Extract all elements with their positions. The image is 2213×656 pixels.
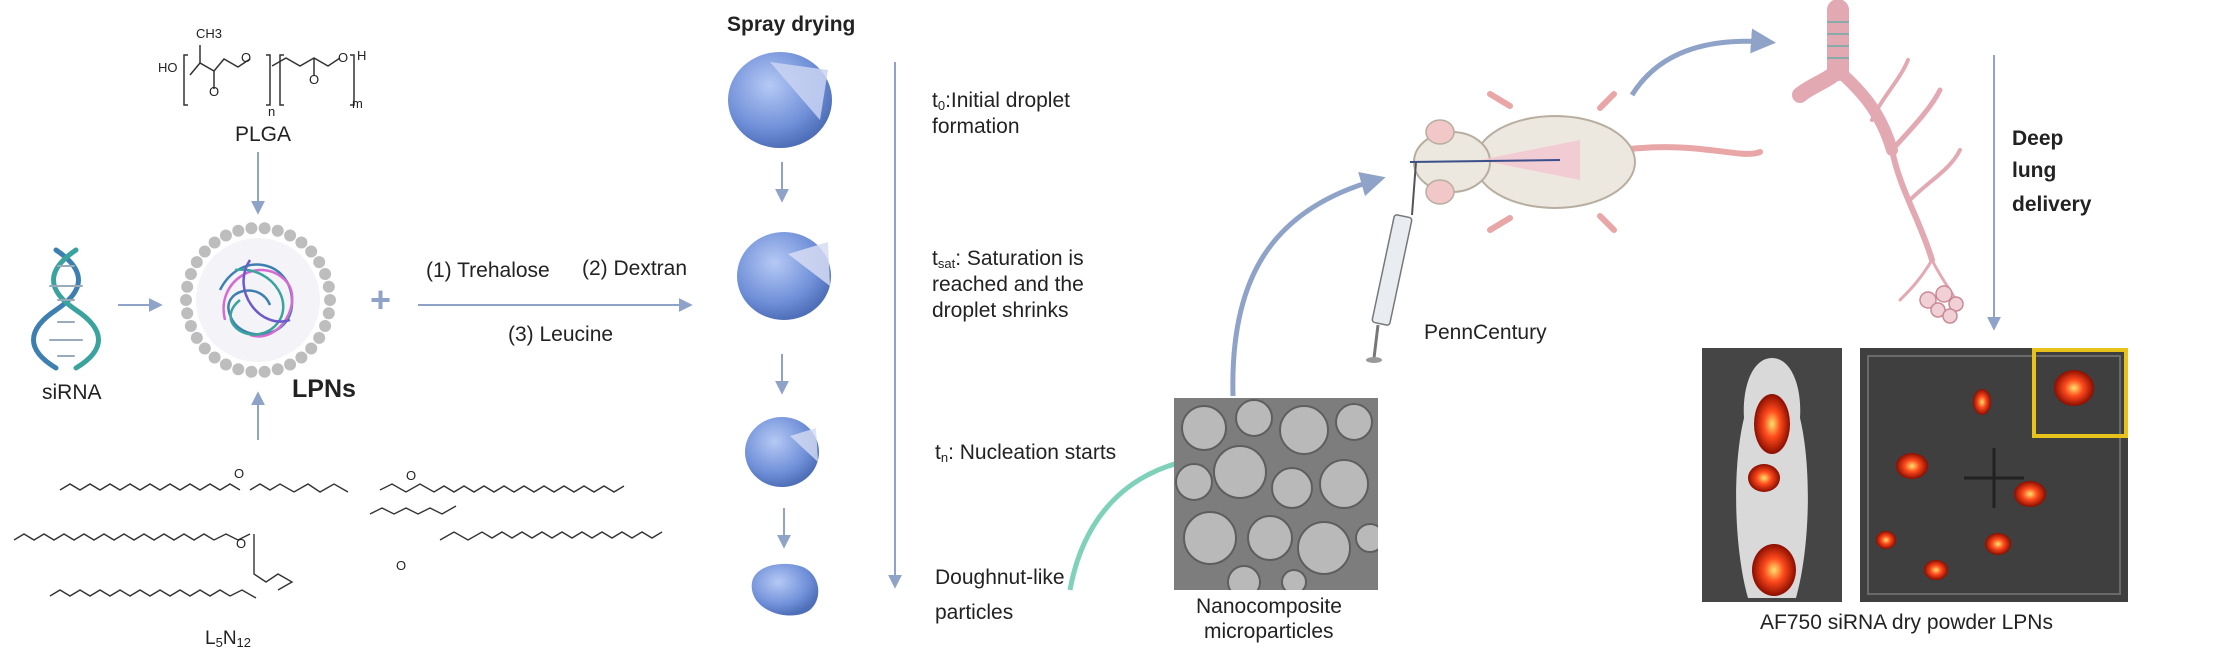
lipid-bead	[180, 294, 192, 306]
plga-m-subscript: m	[352, 96, 363, 111]
lipid-bead	[305, 245, 318, 258]
lipid-bead	[258, 365, 271, 378]
lipid-bead	[219, 358, 232, 371]
lipid-bead	[258, 222, 271, 235]
doughnut-label-line1: Doughnut-like	[935, 566, 1065, 589]
lipid-l5n12-structure	[13, 483, 663, 599]
lipid-bead	[245, 222, 258, 235]
leucine-label: (3) Leucine	[508, 323, 614, 346]
droplet-stage-1-icon	[728, 52, 832, 148]
doughnut-particle-icon	[751, 563, 819, 616]
lipid-n-atom-1: O	[234, 466, 244, 481]
lipid-bead	[181, 307, 194, 320]
micro-label-line1: Nanocomposite	[1196, 595, 1342, 618]
lipid-bead	[295, 351, 308, 364]
lipid-bead	[271, 224, 284, 237]
micro-label-line2: microparticles	[1204, 620, 1334, 643]
droplet-stage-2-icon	[737, 232, 831, 320]
lipid-l5n12-label: L5N12	[205, 628, 252, 650]
doughnut-label-line2: particles	[935, 601, 1014, 624]
lipid-bead	[295, 236, 308, 249]
t0-label-line2: formation	[932, 115, 1020, 138]
lipid-bead	[319, 268, 332, 280]
penncentury-label: PennCentury	[1424, 321, 1547, 344]
mouse-icon	[1409, 91, 1763, 233]
penncentury-syringe-icon	[1366, 161, 1417, 363]
lipid-bead	[184, 320, 197, 332]
highlight-frame	[2032, 348, 2128, 438]
lipid-bead	[322, 280, 335, 293]
lipid-bead	[313, 256, 326, 269]
lipid-bead	[284, 229, 297, 242]
lipid-bead	[319, 320, 332, 332]
plga-o-atom-4: O	[338, 50, 348, 65]
lipid-bead	[232, 224, 245, 237]
delivery-label-line3: delivery	[2012, 193, 2092, 216]
lpn-nanoparticle-icon	[180, 222, 336, 378]
tsat-label-line3: droplet shrinks	[932, 299, 1069, 322]
tn-label: tn: Nucleation starts	[935, 441, 1117, 465]
lipid-bead	[284, 358, 297, 371]
plus-sign: +	[370, 279, 391, 320]
sem-micrograph-image	[1174, 398, 1378, 590]
mouse-to-lung-arrow	[1629, 28, 1776, 97]
lipid-bead	[324, 294, 336, 306]
lipid-bead	[198, 245, 211, 258]
lipid-bead	[232, 363, 245, 376]
sirna-label: siRNA	[42, 381, 102, 404]
lipid-bead	[198, 342, 211, 355]
lpns-label: LPNs	[292, 375, 356, 403]
lipid-bead	[181, 280, 194, 293]
whole-mouse-fluorescence-image	[1702, 348, 1842, 602]
t0-label: t0:Initial droplet	[932, 89, 1070, 113]
lipid-bead	[190, 331, 203, 344]
lipid-bead	[322, 307, 335, 320]
lung-bronchi-ribs	[1827, 21, 1849, 59]
lipid-bead	[245, 365, 258, 378]
delivery-label-line1: Deep	[2012, 127, 2064, 150]
tsat-label-line2: reached and the	[932, 273, 1084, 296]
plga-o-atom-1: O	[209, 84, 219, 99]
spray-drying-title: Spray drying	[727, 13, 856, 36]
dextran-label: (2) Dextran	[582, 257, 688, 280]
lipid-bead	[208, 351, 221, 364]
lipid-bead	[184, 268, 197, 280]
trehalose-label: (1) Trehalose	[426, 259, 550, 282]
micro-to-mouse-arrow	[1230, 172, 1386, 397]
imaging-caption: AF750 siRNA dry powder LPNs	[1760, 611, 2053, 634]
lipid-bead	[305, 342, 318, 355]
excised-organs-fluorescence-image	[1860, 348, 2128, 602]
lipid-n-atom-2: O	[236, 536, 246, 551]
plga-h-atom: H	[357, 48, 366, 63]
lipid-bead	[271, 363, 284, 376]
plga-label: PLGA	[235, 123, 292, 146]
lipid-bead	[313, 331, 326, 344]
sirna-helix-icon	[31, 247, 101, 371]
alveoli-icon	[1919, 285, 1964, 324]
plga-o-atom-3: O	[309, 72, 319, 87]
lipid-bead	[208, 236, 221, 249]
lung-airway-icon	[1792, 0, 1962, 302]
lipid-bead	[219, 229, 232, 242]
lipid-n-atom-3: O	[396, 558, 406, 573]
delivery-label-line2: lung	[2012, 159, 2057, 182]
plga-structure	[183, 45, 355, 106]
tsat-label: tsat: Saturation is	[932, 247, 1084, 271]
plga-o-atom-2: O	[241, 50, 251, 65]
lipid-n-atom-4: O	[406, 468, 416, 483]
droplet-stage-3-icon	[745, 417, 819, 487]
plga-ho-atom: HO	[158, 60, 178, 75]
lipid-bead	[190, 256, 203, 269]
plga-n-subscript: n	[268, 104, 275, 119]
plga-ch3-atom: CH3	[196, 26, 222, 41]
